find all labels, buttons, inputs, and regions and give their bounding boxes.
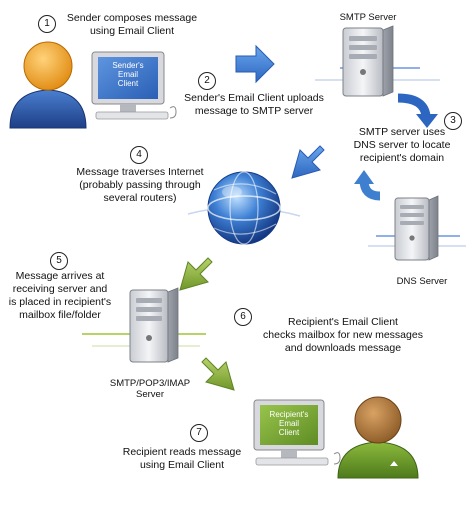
delivery-arrow-icon [179,257,213,291]
step-7-badge: 7 [190,424,208,442]
step-6-text: Recipient's Email Client checks mailbox … [254,316,432,355]
step-1-line-1: Sender composes message [66,12,198,24]
internet-globe-icon [187,171,301,245]
step-7-text: Recipient reads message using Email Clie… [118,446,246,472]
step-3-line-3: recipient's domain [359,152,445,164]
recipient-screen-line-2: Email [278,419,299,428]
recipient-computer-icon [253,399,341,466]
step-1-text: Sender composes message using Email Clie… [62,12,202,38]
step-4-line-3: several routers) [103,192,177,204]
step-6-line-3: and downloads message [284,342,402,354]
step-2-line-1: Sender's Email Client uploads [184,92,324,104]
download-arrow-icon [201,357,235,391]
recipient-screen-text: Recipient's Email Client [260,410,318,437]
step-7-line-1: Recipient reads message [122,446,242,458]
step-1-badge: 1 [38,15,56,33]
dns-query-arrow-icon [397,93,438,128]
dns-server-label: DNS Server [396,276,448,287]
step-2-text: Sender's Email Client uploads message to… [168,92,340,118]
dns-response-arrow-icon [354,170,381,201]
step-5-line-3: is placed in recipient's [8,296,112,308]
step-2-badge: 2 [198,72,216,90]
step-3-badge: 3 [444,112,462,130]
smtp-server-label: SMTP Server [339,12,397,23]
step-6-line-1: Recipient's Email Client [288,316,398,328]
step-4-text: Message traverses Internet (probably pas… [72,166,208,205]
step-6-line-2: checks mailbox for new messages [263,329,423,341]
step-5-line-4: mailbox file/folder [19,309,101,321]
step-5-badge: 5 [50,252,68,270]
upload-arrow-icon [235,44,275,84]
recipient-screen-line-3: Client [278,428,300,437]
receiving-server-label-line-2: Server [136,389,164,400]
sender-computer-icon [91,51,177,120]
receiving-server-label: SMTP/POP3/IMAP Server [102,378,198,400]
sender-person-icon [9,41,87,129]
step-5-text: Message arrives at receiving server and … [2,270,118,322]
step-1-line-2: using Email Client [89,25,175,37]
receiving-server-icon [82,287,206,363]
step-3-line-1: SMTP server uses [358,126,446,138]
sender-screen-line-3: Client [117,79,139,88]
step-6-badge: 6 [234,308,252,326]
smtp-server-icon [315,25,440,97]
recipient-person-icon [337,396,419,479]
step-3-line-2: DNS server to locate [353,139,451,151]
step-4-line-1: Message traverses Internet [76,166,204,178]
step-5-line-2: receiving server and [12,283,108,295]
step-7-line-2: using Email Client [139,459,225,471]
sender-screen-line-1: Sender's [112,61,144,70]
dns-server-icon [368,195,466,261]
internet-arrow-icon [291,145,325,179]
step-4-line-2: (probably passing through [79,179,201,191]
step-2-line-2: message to SMTP server [194,105,314,117]
sender-screen-text: Sender's Email Client [98,61,158,88]
step-3-text: SMTP server uses DNS server to locate re… [350,126,454,165]
step-4-badge: 4 [130,146,148,164]
receiving-server-label-line-1: SMTP/POP3/IMAP [109,378,191,389]
sender-screen-line-2: Email [117,70,138,79]
recipient-screen-line-1: Recipient's [269,410,309,419]
step-5-line-1: Message arrives at [15,270,105,282]
